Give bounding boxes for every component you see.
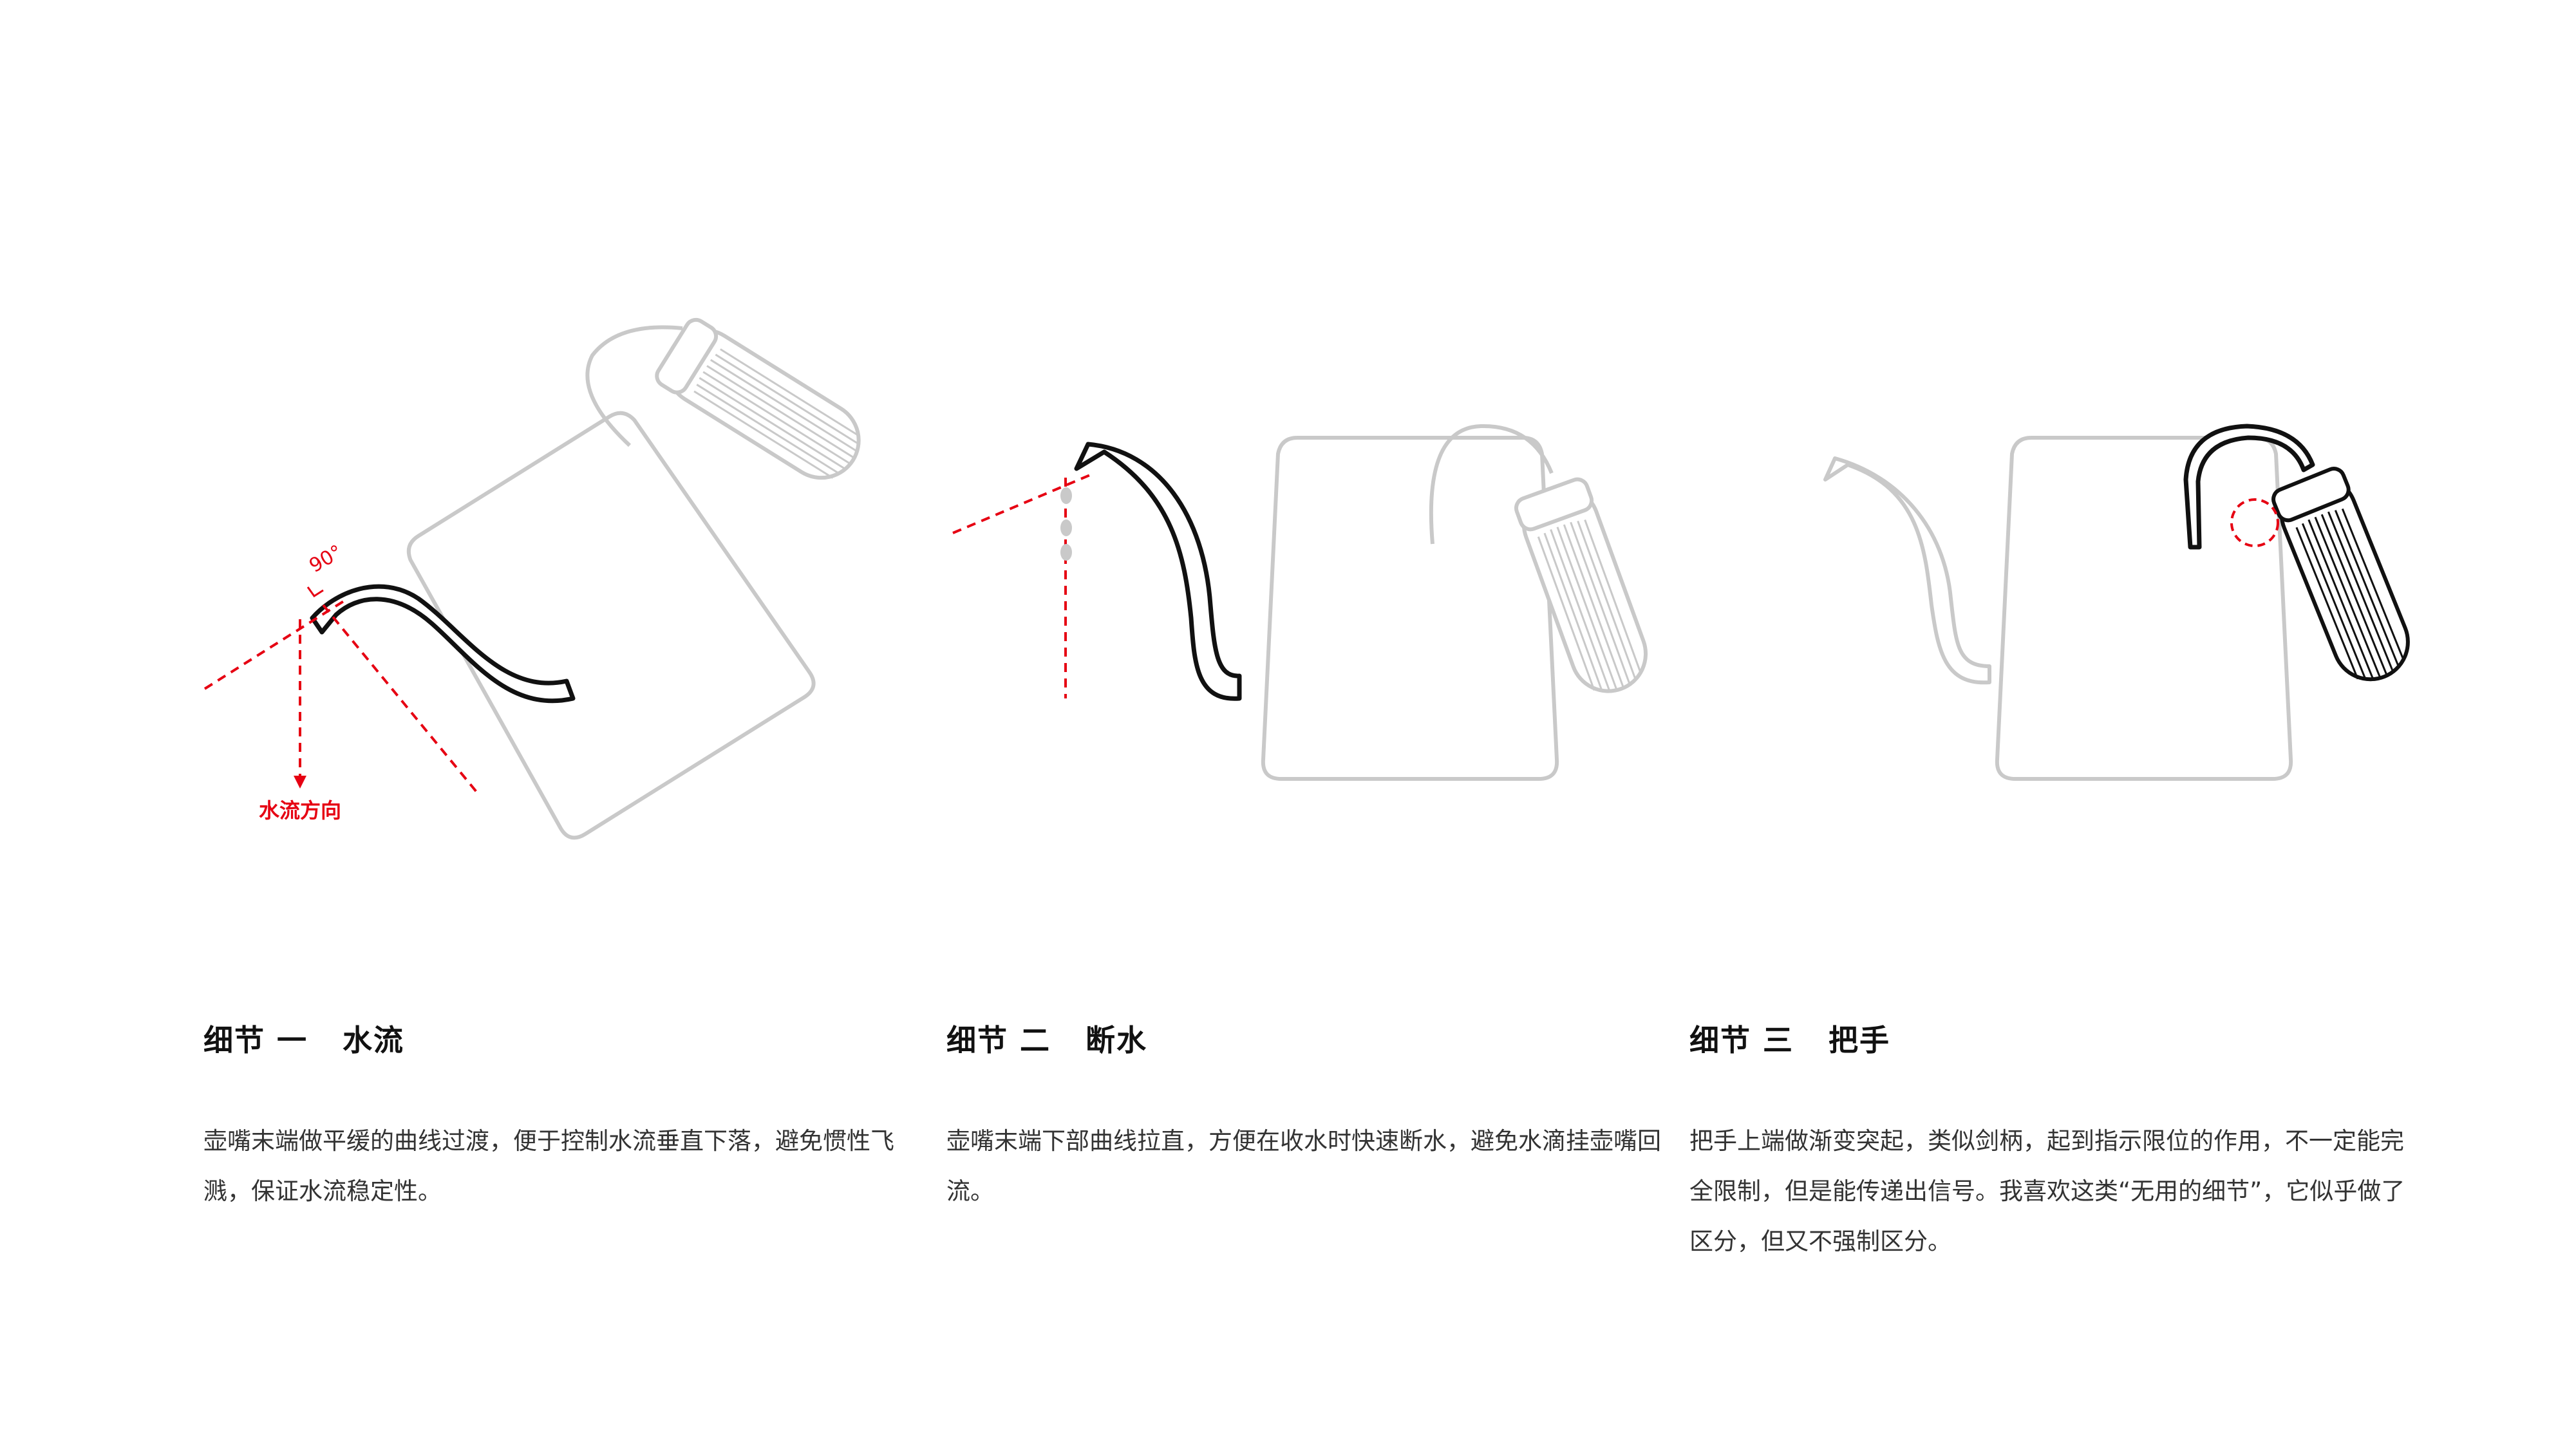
- kettle-spout-highlighted: [1074, 442, 1242, 701]
- kettle-handle-wire: [585, 325, 683, 447]
- kettle-body: [390, 398, 820, 843]
- water-flow-direction-label: 水流方向: [259, 798, 341, 823]
- kettle-handle-grip: [653, 316, 872, 492]
- kettle-illustration-pour: 90° 水流方向: [203, 316, 873, 843]
- kettle-handle-wire-highlighted: [2183, 424, 2315, 550]
- right-angle-icon: [306, 586, 324, 598]
- kettle-spout: [1823, 456, 1991, 685]
- detail-card-water-cutoff: 细节 二 断水 壶嘴末端下部曲线拉直，方便在收水时快速断水，避免水滴挂壶嘴回流。: [946, 1017, 1680, 1217]
- handle-bump-highlight-circle: [2230, 498, 2279, 547]
- pour-guide-lines: [203, 597, 478, 793]
- down-arrow-icon: [294, 776, 306, 789]
- detail-title: 细节 一 水流: [203, 1023, 405, 1058]
- kettle-body: [1263, 438, 1557, 779]
- kettle-handle-wire: [1429, 424, 1554, 545]
- detail-title: 细节 二 断水: [946, 1023, 1148, 1058]
- angle-label: 90°: [306, 541, 347, 577]
- detail-card-water-flow: 细节 一 水流 壶嘴末端做平缓的曲线过渡，便于控制水流垂直下落，避免惯性飞溅，保…: [203, 1017, 937, 1217]
- kettle-illustration-handle: [1823, 424, 2419, 779]
- detail-description: 壶嘴末端做平缓的曲线过渡，便于控制水流垂直下落，避免惯性飞溅，保证水流稳定性。: [203, 1127, 894, 1205]
- detail-description: 把手上端做渐变突起，类似剑柄，起到指示限位的作用，不一定能完全限制，但是能传递出…: [1689, 1127, 2405, 1255]
- water-droplet-icon: [1060, 487, 1072, 561]
- detail-card-handle: 细节 三 把手 把手上端做渐变突起，类似剑柄，起到指示限位的作用，不一定能完全限…: [1689, 1017, 2423, 1267]
- detail-description: 壶嘴末端下部曲线拉直，方便在收水时快速断水，避免水滴挂壶嘴回流。: [946, 1127, 1661, 1205]
- kettle-spout-highlighted: [310, 584, 576, 704]
- kettle-illustration-cutoff: [952, 424, 1656, 779]
- cutoff-guide-lines: [952, 472, 1095, 698]
- detail-title: 细节 三 把手: [1689, 1023, 1891, 1058]
- kettle-body: [1997, 438, 2291, 779]
- kettle-handle-grip-highlighted: [2270, 465, 2419, 690]
